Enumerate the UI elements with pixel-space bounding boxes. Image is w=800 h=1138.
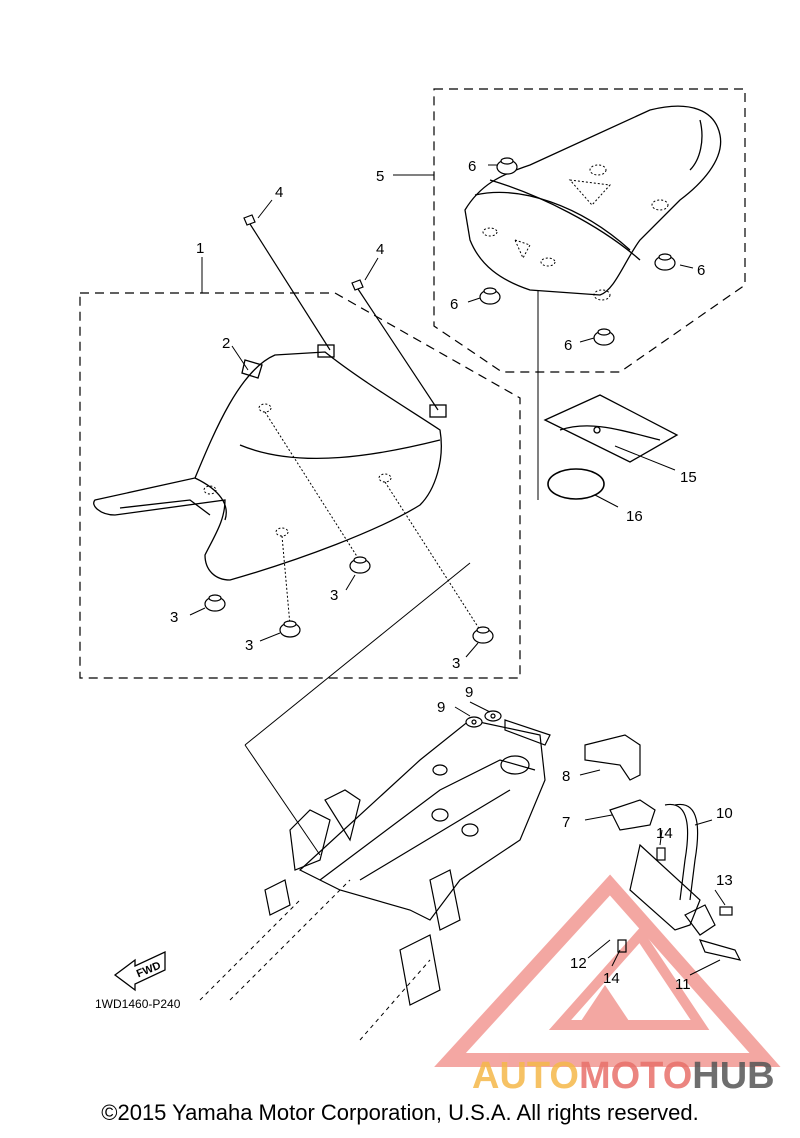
o-ring: [547, 468, 605, 500]
nuts-9: [465, 710, 502, 728]
passenger-seat: [464, 105, 722, 296]
callout-4: 4: [376, 241, 384, 258]
callout-15: 15: [680, 469, 697, 486]
callout-6: 6: [697, 262, 705, 279]
seat-assembly-box: [79, 292, 521, 679]
rear-frame: [264, 719, 551, 1006]
grommets-3: [204, 556, 494, 644]
callout-6: 6: [564, 337, 572, 354]
watermark-logo: [434, 874, 781, 1067]
callout-9: 9: [465, 684, 473, 701]
bolts-4: [243, 214, 439, 411]
watermark-part3: HUB: [692, 1055, 774, 1097]
callout-3: 3: [452, 655, 460, 672]
callout-2: 2: [222, 335, 230, 352]
callout-3: 3: [330, 587, 338, 604]
watermark-part1: AUTO: [472, 1055, 579, 1097]
callout-3: 3: [170, 609, 178, 626]
callout-6: 6: [450, 296, 458, 313]
callout-14: 14: [603, 970, 620, 987]
callout-9: 9: [437, 699, 445, 716]
callout-3: 3: [245, 637, 253, 654]
fwd-arrow-icon: FWD: [113, 950, 166, 992]
copyright-notice: ©2015 Yamaha Motor Corporation, U.S.A. A…: [101, 1100, 699, 1125]
callout-1: 1: [196, 240, 204, 257]
callout-16: 16: [626, 508, 643, 525]
callout-8: 8: [562, 768, 570, 785]
callout-4: 4: [275, 184, 283, 201]
callout-6: 6: [468, 158, 476, 175]
callout-11: 11: [675, 976, 691, 993]
callout-12: 12: [570, 955, 587, 972]
diagram-ref: 1WD1460-P240: [95, 997, 181, 1011]
seat-strap: [543, 394, 679, 463]
svg-text:AUTOMOTOHUB: AUTOMOTOHUB: [472, 1055, 775, 1097]
callout-13: 13: [716, 872, 733, 889]
callout-14: 14: [656, 825, 673, 842]
callout-7: 7: [562, 814, 570, 831]
passenger-seat-box: [433, 88, 746, 373]
seat-lock-assembly: [584, 734, 742, 961]
callout-10: 10: [716, 805, 733, 822]
callout-5: 5: [376, 168, 384, 185]
rider-seat: [93, 344, 447, 581]
watermark-text: AUTOMOTOHUB: [472, 1055, 775, 1097]
grommets-6: [479, 157, 676, 346]
watermark-part2: MOTO: [579, 1055, 692, 1097]
